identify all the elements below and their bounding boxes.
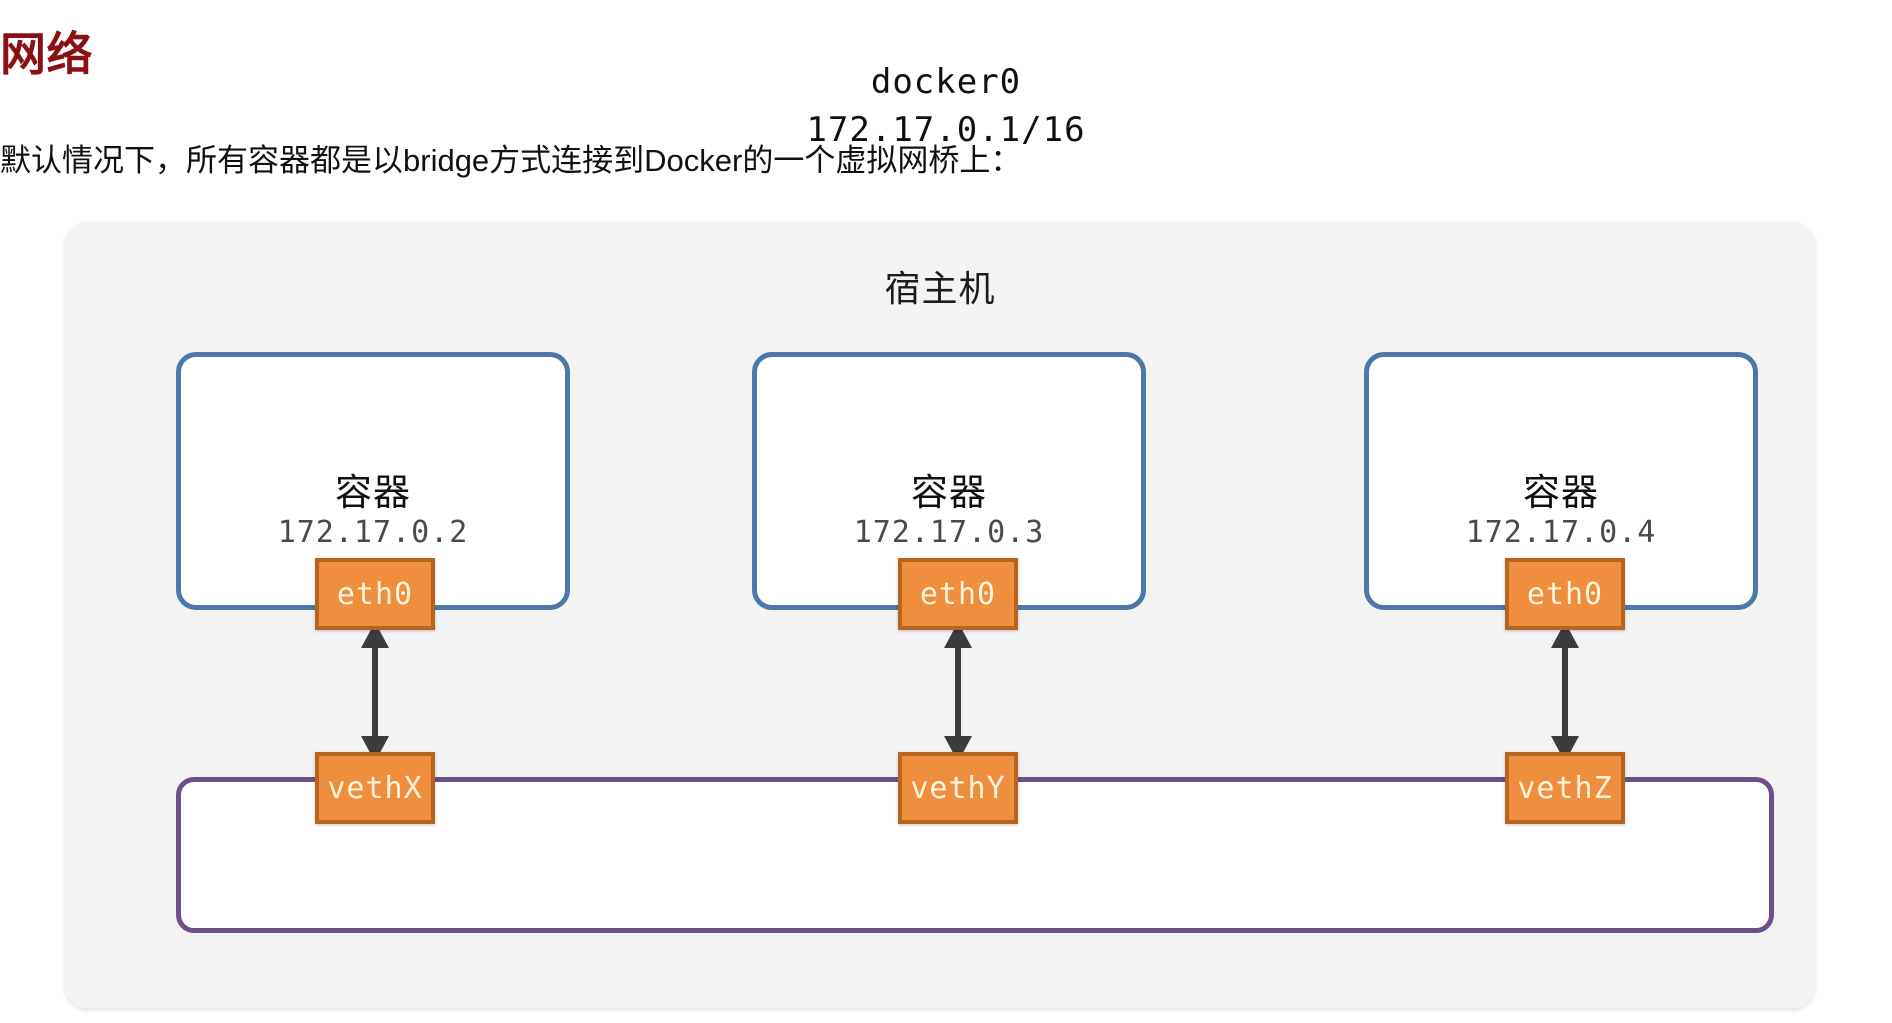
eth0-chip-1: eth0: [315, 558, 435, 630]
intro-paragraph: 默认情况下，所有容器都是以bridge方式连接到Docker的一个虚拟网桥上：: [0, 143, 1022, 178]
container-label-2: 容器: [911, 472, 987, 513]
container-label-1: 容器: [335, 472, 411, 513]
docker0-bridge-cidr: 172.17.0.1/16: [806, 110, 1086, 150]
vethy-chip: vethY: [898, 752, 1018, 824]
container-ip-2: 172.17.0.3: [853, 515, 1045, 550]
vethz-chip: vethZ: [1505, 752, 1625, 824]
page-title: 网络: [0, 27, 93, 80]
vethx-chip: vethX: [315, 752, 435, 824]
connector-arrow-3: [1551, 622, 1579, 762]
host-machine-label: 宿主机: [884, 268, 996, 309]
eth0-chip-3: eth0: [1505, 558, 1625, 630]
container-ip-3: 172.17.0.4: [1465, 515, 1657, 550]
docker0-bridge-name: docker0: [870, 62, 1022, 102]
container-label-3: 容器: [1523, 472, 1599, 513]
container-ip-1: 172.17.0.2: [277, 515, 469, 550]
connector-arrow-1: [361, 622, 389, 762]
connector-arrow-2: [944, 622, 972, 762]
eth0-chip-2: eth0: [898, 558, 1018, 630]
